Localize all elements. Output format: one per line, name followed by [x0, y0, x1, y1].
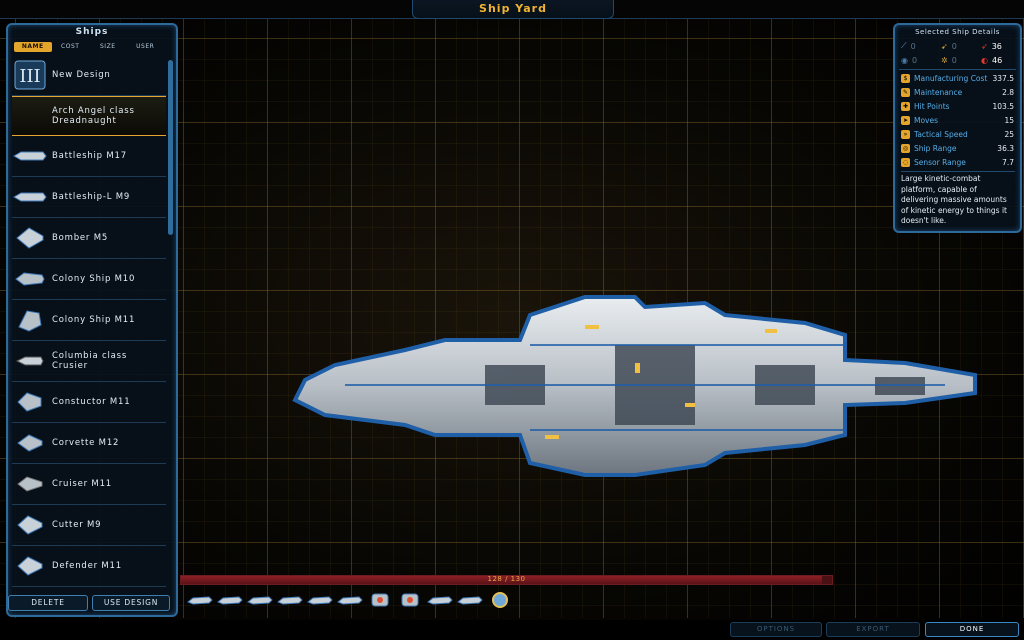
capacity-bar-fill [181, 576, 822, 584]
sort-tabs: NAME COST SIZE USER [14, 42, 164, 52]
hull-option-5[interactable] [306, 591, 333, 609]
delete-button[interactable]: Delete [8, 595, 88, 611]
hull-option-9[interactable] [426, 591, 453, 609]
sort-tab-size[interactable]: SIZE [100, 43, 116, 50]
ships-list: III New Design Arch Angel class Dreadnau… [12, 55, 166, 595]
kinetic-icon: ➶ [981, 41, 988, 51]
ship-item[interactable]: Colony Ship M10 [12, 259, 166, 300]
stat-manufacturing-cost: $ Manufacturing Cost 337.5 [901, 72, 1014, 84]
shield-defense-stat: ◉0 [901, 55, 918, 65]
stat-sensor-range: ◌ Sensor Range 7.7 [901, 157, 1014, 167]
ship-icon [12, 306, 48, 334]
moves-icon: ➤ [901, 115, 910, 125]
point-defense-stat: ✲0 [941, 55, 957, 65]
ship-icon [12, 265, 48, 293]
ship-icon [12, 224, 48, 252]
beam-weapon-stat: ⟋0 [901, 41, 916, 51]
hull-option-10[interactable] [456, 591, 483, 609]
hull-option-6[interactable] [336, 591, 363, 609]
sort-tab-name[interactable]: NAME [14, 42, 52, 52]
armor-icon: ◐ [981, 55, 988, 65]
hull-option-3[interactable] [246, 591, 273, 609]
hull-option-11[interactable] [486, 591, 513, 609]
ships-panel-title: Ships [75, 27, 109, 37]
ship-description: Large kinetic-combat platform, capable o… [901, 171, 1015, 227]
ship-item[interactable]: Cruiser M11 [12, 464, 166, 505]
shield-icon: ◉ [901, 55, 908, 65]
armor-defense-stat: ◐46 [981, 55, 1003, 65]
selected-ship-details-panel: Selected Ship Details ⟋0 ➹0 ➶36 ◉0 ✲0 ◐4… [893, 23, 1022, 233]
stat-ship-range: ◎ Ship Range 36.3 [901, 143, 1014, 153]
capacity-bar: 128 / 130 [180, 575, 833, 585]
ship-item-new-design[interactable]: III New Design [12, 55, 166, 96]
ship-icon [12, 429, 48, 457]
ship-icon [12, 183, 48, 211]
export-button[interactable]: Export [826, 622, 920, 637]
use-design-button[interactable]: Use Design [92, 595, 170, 611]
ship-item[interactable]: Colony Ship M11 [12, 300, 166, 341]
stat-moves: ➤ Moves 15 [901, 115, 1014, 125]
ships-list-scrollbar[interactable] [168, 60, 173, 235]
point-defense-icon: ✲ [941, 55, 948, 65]
sort-tab-cost[interactable]: COST [61, 43, 80, 50]
stat-maintenance: ✎ Maintenance 2.8 [901, 87, 1014, 97]
hull-option-7[interactable] [366, 591, 393, 609]
ship-item[interactable]: Battleship-L M9 [12, 177, 166, 218]
stat-tactical-speed: » Tactical Speed 25 [901, 128, 1014, 140]
ship-render [292, 295, 977, 477]
ship-icon [12, 470, 48, 498]
ship-item[interactable]: Corvette M12 [12, 423, 166, 464]
sensor-icon: ◌ [901, 157, 910, 167]
missile-icon: ➹ [941, 41, 948, 51]
ship-icon [12, 511, 48, 539]
hull-option-1[interactable] [186, 591, 213, 609]
speed-icon: » [901, 129, 910, 139]
capacity-text: 128 / 130 [487, 575, 526, 583]
ship-icon [12, 388, 48, 416]
beam-icon: ⟋ [901, 41, 907, 50]
svg-text:III: III [19, 66, 40, 87]
ship-item-selected[interactable]: Arch Angel class Dreadnaught [12, 96, 166, 136]
wrench-icon: ✎ [901, 87, 910, 97]
ships-panel: Ships NAME COST SIZE USER III New Design… [6, 23, 178, 617]
hull-selector [186, 591, 513, 611]
ship-item[interactable]: Cutter M9 [12, 505, 166, 546]
options-button[interactable]: Options [730, 622, 822, 637]
details-title: Selected Ship Details [915, 28, 1000, 36]
hull-option-2[interactable] [216, 591, 243, 609]
ship-icon [12, 142, 48, 170]
ship-item[interactable]: Constuctor M11 [12, 382, 166, 423]
ship-item[interactable]: Bomber M5 [12, 218, 166, 259]
hull-option-8[interactable] [396, 591, 423, 609]
cost-icon: $ [901, 73, 910, 83]
kinetic-weapon-stat: ➶36 [981, 41, 1002, 51]
stat-hit-points: ✚ Hit Points 103.5 [901, 101, 1014, 111]
missile-weapon-stat: ➹0 [941, 41, 957, 51]
ship-icon [12, 347, 48, 375]
ship-item[interactable]: Battleship M17 [12, 136, 166, 177]
ship-item[interactable]: Columbia class Crusier [12, 341, 166, 382]
sort-tab-user[interactable]: USER [136, 43, 155, 50]
ship-icon [12, 552, 48, 580]
hull-option-4[interactable] [276, 591, 303, 609]
window-title: Ship Yard [412, 0, 614, 19]
done-button[interactable]: Done [925, 622, 1019, 637]
range-icon: ◎ [901, 143, 910, 153]
new-design-icon: III [12, 60, 48, 90]
ship-item[interactable]: Defender M11 [12, 546, 166, 587]
top-bar: Ship Yard [0, 0, 1024, 19]
hit-points-icon: ✚ [901, 101, 910, 111]
